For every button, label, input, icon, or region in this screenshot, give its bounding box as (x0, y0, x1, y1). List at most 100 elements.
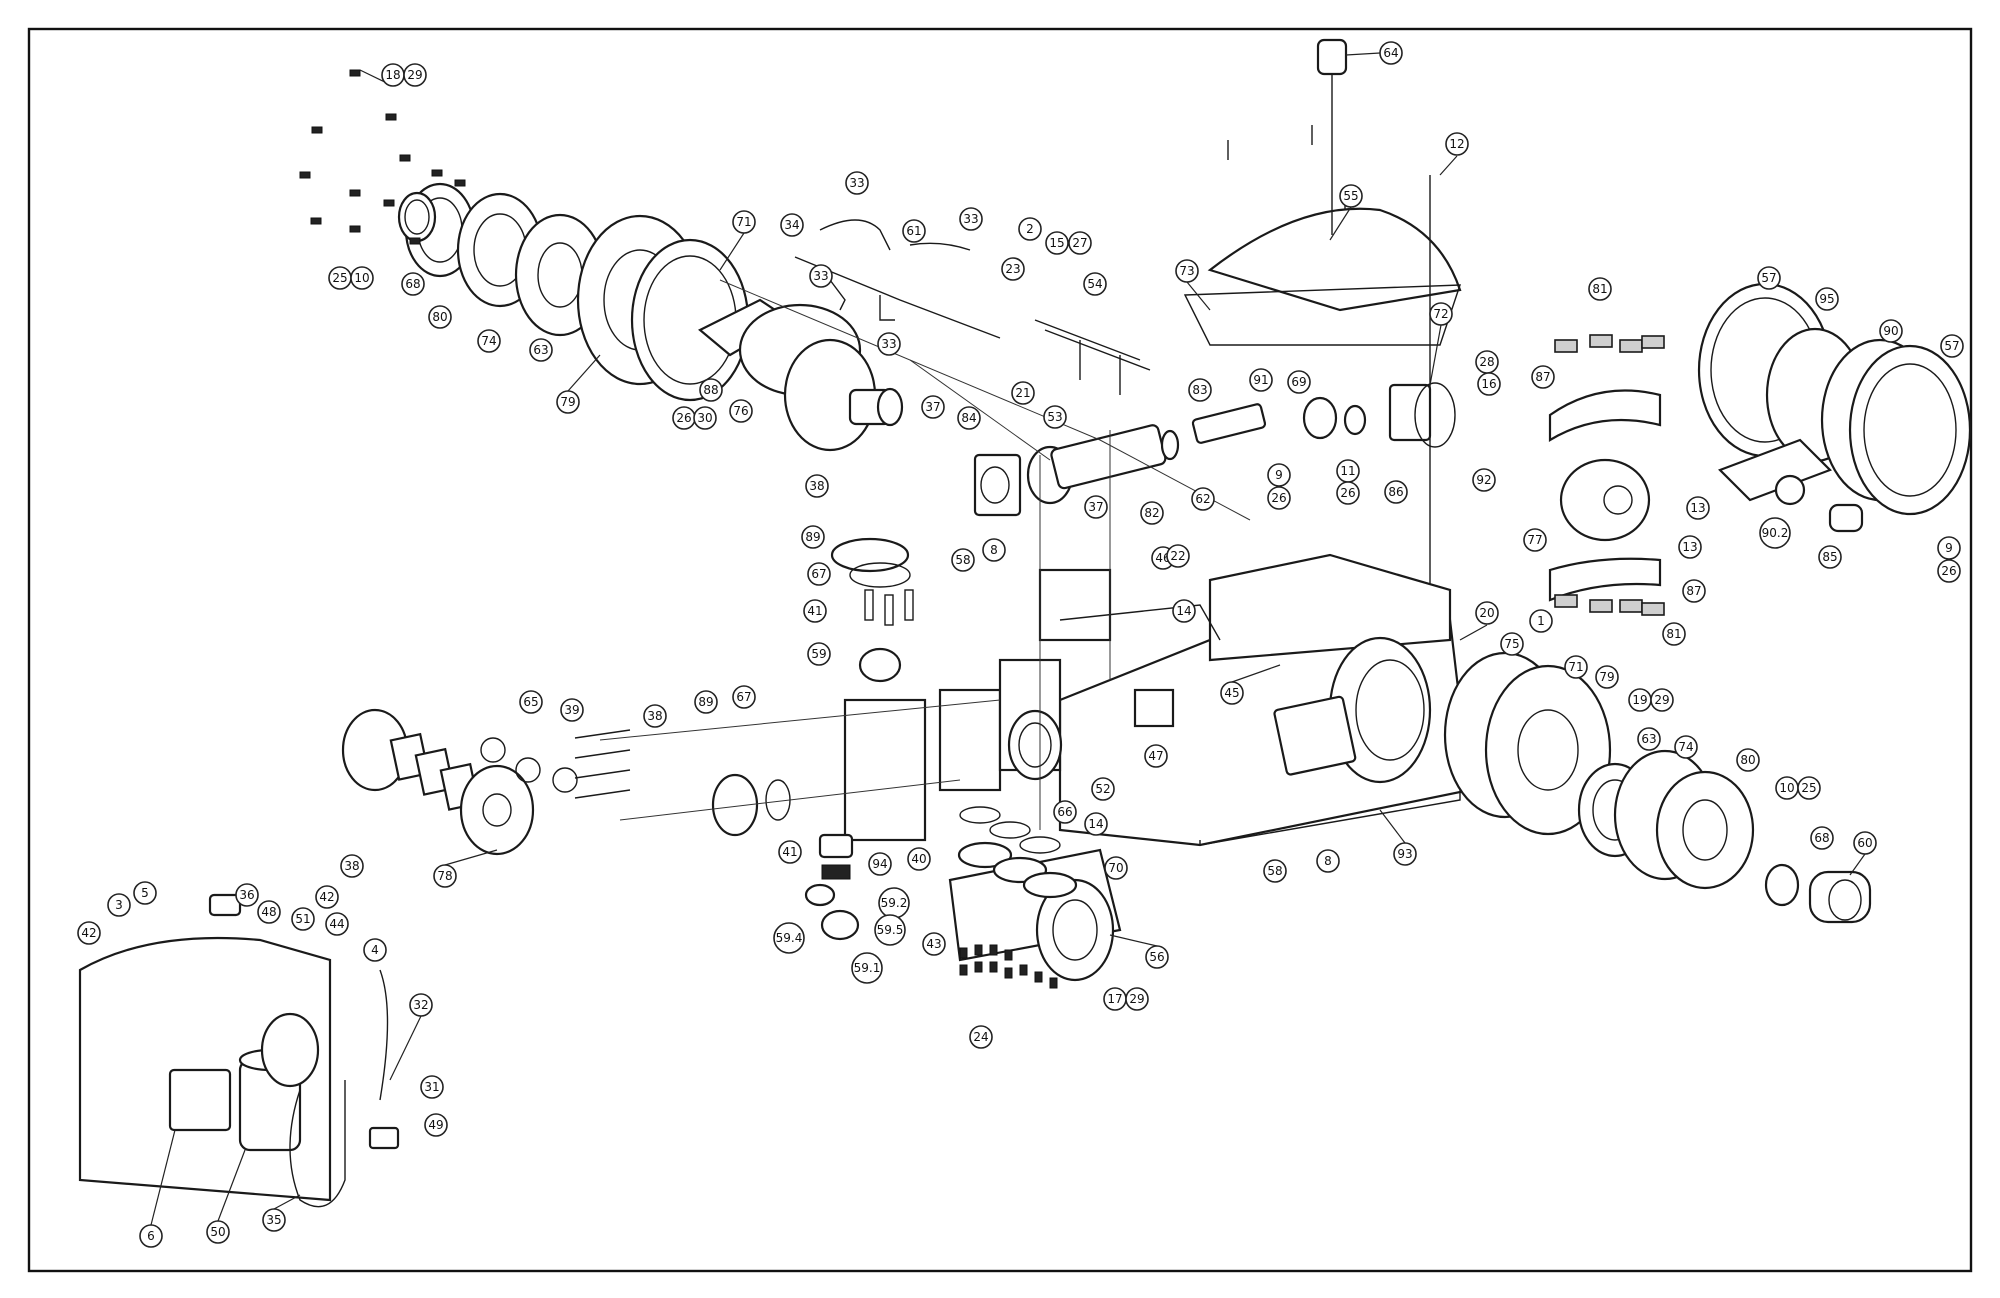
callout-circle (1166, 544, 1190, 568)
callout-26: 26 (1937, 559, 1961, 583)
callout-label: 21 (1015, 386, 1030, 400)
callout-57: 57 (1757, 266, 1781, 290)
callout-label: 17 (1107, 992, 1122, 1006)
callout-label: 69 (1291, 375, 1306, 389)
callout-56: 56 (1145, 945, 1169, 969)
callout-circle (1018, 217, 1042, 241)
callout-circle (403, 63, 427, 87)
callout-circle (1445, 132, 1469, 156)
callout-29: 29 (1125, 987, 1149, 1011)
callout-label: 38 (809, 479, 824, 493)
callout-circle (529, 338, 553, 362)
callout-50: 50 (206, 1220, 230, 1244)
callout-circle (1818, 545, 1842, 569)
callout-label: 36 (239, 888, 254, 902)
callout-24: 24 (969, 1025, 993, 1049)
callout-40: 40 (907, 847, 931, 871)
callout-41: 41 (778, 840, 802, 864)
callout-18: 18 (381, 63, 405, 87)
callout-53: 53 (1043, 405, 1067, 429)
callout-label: 25 (1801, 781, 1816, 795)
callout-label: 57 (1944, 339, 1959, 353)
callout-14: 14 (1084, 812, 1108, 836)
callout-circle (1682, 579, 1706, 603)
callout-label: 54 (1087, 277, 1102, 291)
callout-label: 38 (344, 859, 359, 873)
callout-95: 95 (1815, 287, 1839, 311)
callout-label: 33 (849, 176, 864, 190)
callout-27: 27 (1068, 231, 1092, 255)
callout-circle (803, 599, 827, 623)
callout-label: 82 (1144, 506, 1159, 520)
callout-33: 33 (959, 207, 983, 231)
callout-circle (922, 932, 946, 956)
callout-6: 6 (139, 1224, 163, 1248)
callout-circle (107, 893, 131, 917)
callout-circle (969, 1025, 993, 1049)
callout-circle (262, 1208, 286, 1232)
callout-circle (1853, 831, 1877, 855)
callout-label: 62 (1195, 492, 1210, 506)
callout-51: 51 (291, 907, 315, 931)
callout-52: 52 (1091, 777, 1115, 801)
callout-26: 26 (1267, 486, 1291, 510)
callout-label: 8 (1324, 854, 1332, 868)
callout-label: 52 (1095, 782, 1110, 796)
callout-circle (363, 938, 387, 962)
callout-93: 93 (1393, 842, 1417, 866)
callout-label: 30 (697, 411, 712, 425)
callout-label: 16 (1481, 377, 1496, 391)
callout-label: 80 (1740, 753, 1755, 767)
callout-circle (807, 642, 831, 666)
callout-label: 29 (1129, 992, 1144, 1006)
callout-label: 70 (1108, 861, 1123, 875)
callout-87: 87 (1682, 579, 1706, 603)
callout-75: 75 (1500, 632, 1524, 656)
callout-circle (424, 1113, 448, 1137)
callout-label: 42 (319, 890, 334, 904)
callout-circle (643, 704, 667, 728)
callout-circle (1531, 365, 1555, 389)
callout-67: 67 (732, 685, 756, 709)
callout-circle (1662, 622, 1686, 646)
callout-45: 45 (1220, 681, 1244, 705)
callout-circle (1125, 987, 1149, 1011)
callout-label: 41 (807, 604, 822, 618)
callout-circle (773, 922, 805, 954)
callout-label: 2 (1026, 222, 1034, 236)
callout-85: 85 (1818, 545, 1842, 569)
callout-78: 78 (433, 864, 457, 888)
callout-39: 39 (560, 698, 584, 722)
callout-circle (729, 399, 753, 423)
callout-42: 42 (315, 885, 339, 909)
callout-1: 1 (1529, 609, 1553, 633)
callout-label: 32 (413, 998, 428, 1012)
callout-label: 58 (1267, 864, 1282, 878)
callout-92: 92 (1472, 468, 1496, 492)
callout-label: 87 (1535, 370, 1550, 384)
callout-label: 44 (329, 917, 344, 931)
callout-circle (350, 266, 374, 290)
callout-49: 49 (424, 1113, 448, 1137)
callout-12: 12 (1445, 132, 1469, 156)
callout-circle (1757, 266, 1781, 290)
callout-19: 19 (1628, 688, 1652, 712)
callout-circle (1529, 609, 1553, 633)
callout-68: 68 (1810, 826, 1834, 850)
callout-84: 84 (957, 406, 981, 430)
callout-label: 37 (925, 400, 940, 414)
callout-circle (556, 390, 580, 414)
callout-label: 74 (1678, 740, 1693, 754)
callout-circle (77, 921, 101, 945)
callout-label: 90 (1883, 324, 1898, 338)
callout-34: 34 (780, 213, 804, 237)
callout-41: 41 (803, 599, 827, 623)
callout-circle (959, 207, 983, 231)
callout-83: 83 (1188, 378, 1212, 402)
callout-label: 42 (81, 926, 96, 940)
callout-label: 61 (906, 224, 921, 238)
callout-label: 73 (1179, 264, 1194, 278)
callout-circle (1810, 826, 1834, 850)
callout-circle (868, 852, 892, 876)
callout-82: 82 (1140, 501, 1164, 525)
